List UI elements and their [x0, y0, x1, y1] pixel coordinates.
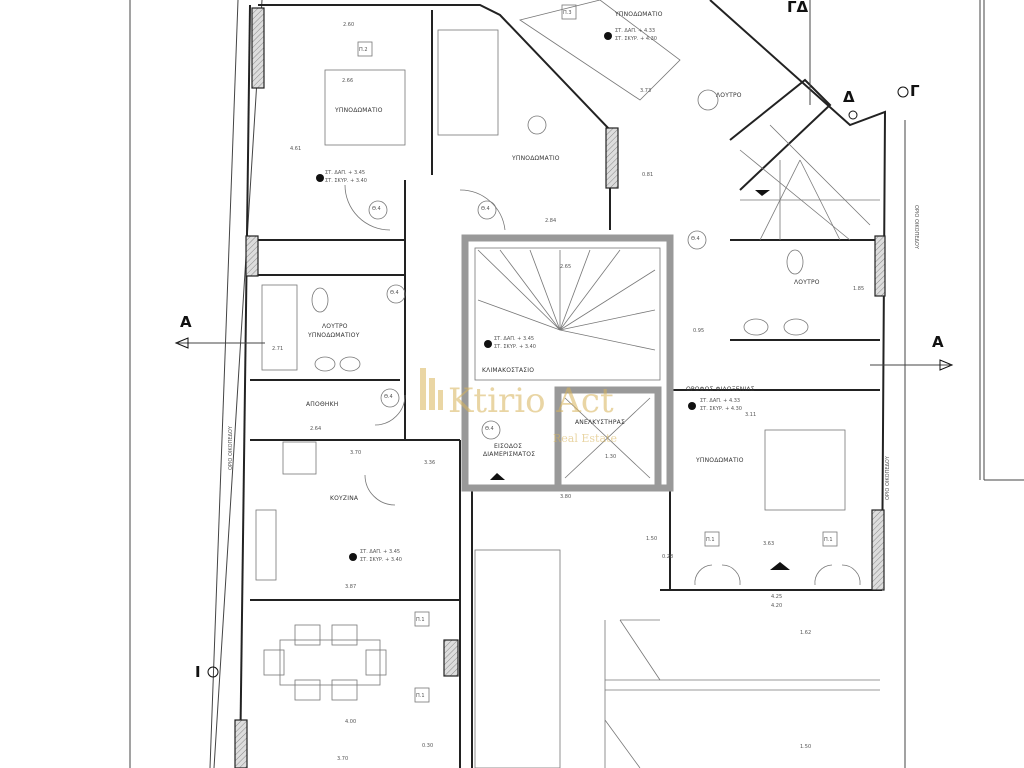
dimension: 3.63: [763, 541, 774, 547]
dimension: 1.50: [800, 744, 811, 750]
dimension: 3.11: [745, 412, 756, 418]
level-text: ΣΤ. ΣΚΥΡ. + 3.40: [325, 178, 367, 184]
door-tag: Θ.4: [372, 206, 381, 212]
dimension: 3.70: [337, 756, 348, 762]
room-label: ΚΛΙΜΑΚΟΣΤΑΣΙΟ: [482, 367, 534, 374]
dimension: 3.70: [350, 450, 361, 456]
level-text: ΣΤ. ΣΚΥΡ. + 4.30: [615, 36, 657, 42]
dimension: 3.36: [424, 460, 435, 466]
door-tag-labels: Θ.4 Θ.4 Θ.4 Θ.4 Θ.4 Θ.4 Π.1 Π.1 Π.1 Π.1 …: [359, 10, 833, 699]
dimension: 0.81: [642, 172, 653, 178]
room-label: ΚΟΥΖΙΝΑ: [330, 495, 359, 502]
level-text: ΣΤ. ΣΚΥΡ. + 3.40: [494, 344, 536, 350]
section-markers: A A ΓΔ Δ Γ I: [174, 0, 954, 681]
section-mark-gamma: Γ: [910, 82, 920, 100]
dimension: 4.20: [771, 603, 782, 609]
dimension: 1.50: [646, 536, 657, 542]
dimension: 2.60: [343, 22, 354, 28]
section-mark-a-right: A: [932, 333, 944, 351]
dimension: 4.25: [771, 594, 782, 600]
room-labels: ΥΠΝΟΔΩΜΑΤΙΟ ΥΠΝΟΔΩΜΑΤΙΟ ΥΠΝΟΔΩΜΑΤΙΟ ΥΠΝΟ…: [306, 11, 820, 502]
plot-limit-label: ΟΡΙΟ ΟΙΚΟΠΕΔΟΥ: [885, 455, 891, 500]
room-label: ΥΠΝΟΔΩΜΑΤΙΟΥ: [307, 332, 360, 339]
door-tag: Π.1: [824, 537, 833, 543]
room-label: ΑΝΕΛΚΥΣΤΗΡΑΣ: [575, 419, 625, 426]
plot-limit-label: ΟΡΙΟ ΟΙΚΟΠΕΔΟΥ: [913, 205, 919, 250]
level-text: ΣΤ. ΔΑΠ. + 3.45: [360, 549, 400, 555]
dimension: 0.30: [422, 743, 433, 749]
dimension: 4.61: [290, 146, 301, 152]
section-mark-delta: Δ: [843, 88, 855, 106]
dimension: 3.87: [345, 584, 356, 590]
plot-limit-label: ΟΡΙΟ ΟΙΚΟΠΕΔΟΥ: [228, 425, 234, 470]
door-tag: Π.1: [706, 537, 715, 543]
door-tag: Π.1: [416, 693, 425, 699]
dimension: 4.00: [345, 719, 356, 725]
watermark-brand: Ktirio Act: [448, 381, 614, 421]
plot-limit-labels: ΟΡΙΟ ΟΙΚΟΠΕΔΟΥ ΟΡΙΟ ΟΙΚΟΠΕΔΟΥ ΟΡΙΟ ΟΙΚΟΠ…: [228, 205, 919, 500]
room-label: ΥΠΝΟΔΩΜΑΤΙΟ: [695, 457, 744, 464]
watermark: Ktirio Act Real Estate: [420, 368, 617, 445]
furniture: [255, 0, 861, 701]
door-tags: [357, 4, 838, 703]
dimension: 1.30: [605, 454, 616, 460]
room-label: ΥΠΝΟΔΩΜΑΤΙΟ: [614, 11, 663, 18]
door-tag: Θ.4: [691, 236, 700, 242]
room-label: ΑΠΟΘΗΚΗ: [306, 401, 338, 408]
stair-core: [461, 124, 880, 768]
dimension: 2.64: [310, 426, 321, 432]
dimension: 1.85: [853, 286, 864, 292]
dimension: 1.62: [800, 630, 811, 636]
room-label: ΛΟΥΤΡΟ: [716, 92, 742, 99]
section-mark-i: I: [195, 663, 201, 681]
level-text: ΣΤ. ΣΚΥΡ. + 4.30: [700, 406, 742, 412]
dimension-labels: 2.60 2.66 4.61 2.84 2.71 2.64 3.70 3.36 …: [272, 22, 864, 762]
dimension: 2.84: [545, 218, 556, 224]
door-tag: Π.3: [563, 10, 572, 16]
dimension: 0.95: [693, 328, 704, 334]
room-label: ΕΙΣΟΔΟΣ: [494, 443, 522, 450]
room-label: ΔΙΑΜΕΡΙΣΜΑΤΟΣ: [483, 451, 535, 458]
dimension: 2.71: [272, 346, 283, 352]
room-label: ΟΡΟΦΟΣ ΦΙΛΟΞΕΝΙΑΣ: [686, 386, 755, 393]
dimension: 3.73: [640, 88, 651, 94]
level-text: ΣΤ. ΔΑΠ. + 4.33: [700, 398, 740, 404]
door-tag: Θ.4: [481, 206, 490, 212]
plot-boundary: [129, 0, 1024, 768]
level-text: ΣΤ. ΔΑΠ. + 3.45: [325, 170, 365, 176]
walls: [234, 0, 887, 768]
door-tag: Π.2: [359, 47, 368, 53]
room-label: ΥΠΝΟΔΩΜΑΤΙΟ: [511, 155, 560, 162]
level-text: ΣΤ. ΔΑΠ. + 4.33: [615, 28, 655, 34]
section-mark-a-left: A: [180, 313, 192, 331]
door-tag: Θ.4: [384, 394, 393, 400]
room-label: ΛΟΥΤΡΟ: [322, 323, 348, 330]
section-mark-gamma-delta: ΓΔ: [787, 0, 809, 16]
dimension: 0.28: [662, 554, 673, 560]
dimension: 2.66: [342, 78, 353, 84]
door-tag: Θ.4: [390, 290, 399, 296]
dimension: 3.80: [560, 494, 571, 500]
dimension: 2.65: [560, 264, 571, 270]
level-markers: ΣΤ. ΔΑΠ. + 3.45 ΣΤ. ΣΚΥΡ. + 3.40 ΣΤ. ΔΑΠ…: [316, 28, 790, 570]
level-text: ΣΤ. ΣΚΥΡ. + 3.40: [360, 557, 402, 563]
room-label: ΥΠΝΟΔΩΜΑΤΙΟ: [334, 107, 383, 114]
door-tag: Θ.4: [485, 426, 494, 432]
watermark-sub: Real Estate: [553, 432, 617, 445]
level-text: ΣΤ. ΔΑΠ. + 3.45: [494, 336, 534, 342]
door-tag: Π.1: [416, 617, 425, 623]
room-label: ΛΟΥΤΡΟ: [794, 279, 820, 286]
